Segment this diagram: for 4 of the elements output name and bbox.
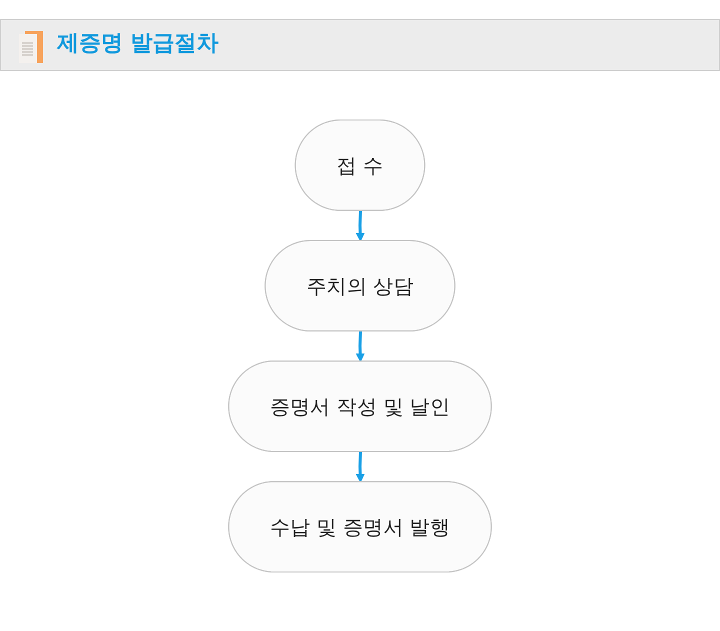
arrow	[356, 210, 365, 242]
arrow	[356, 331, 365, 362]
arrow	[356, 452, 365, 482]
page-title: 제증명 발급절차	[57, 30, 219, 58]
